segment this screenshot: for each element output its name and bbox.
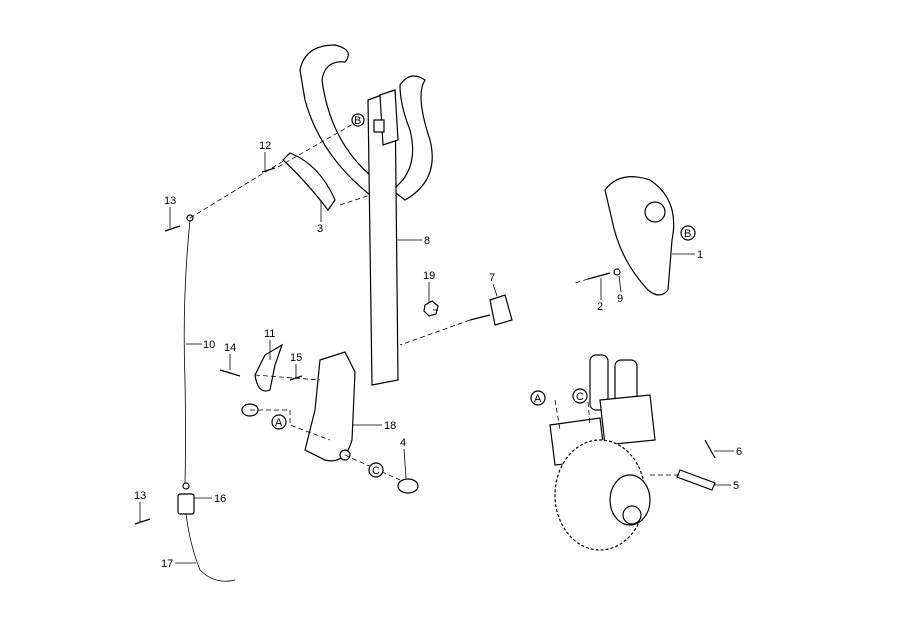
- callout-1: 1: [697, 249, 703, 261]
- fork-bracket-18: [304, 351, 356, 462]
- ref-mark-b: B: [680, 225, 696, 241]
- column-tube: [367, 89, 399, 386]
- bushing-4: [397, 478, 419, 494]
- svg-text:C: C: [372, 465, 380, 477]
- svg-text:B: B: [354, 115, 361, 127]
- callout-17: 17: [161, 558, 173, 570]
- ref-mark-c: C: [572, 388, 588, 404]
- callout-13: 13: [134, 490, 146, 502]
- callout-9: 9: [617, 293, 623, 305]
- callout-6: 6: [736, 446, 742, 458]
- callout-11: 11: [264, 328, 275, 340]
- callout-5: 5: [733, 480, 739, 492]
- pin-13-top: [164, 225, 181, 232]
- callout-15: 15: [290, 352, 302, 364]
- ref-mark-a: A: [271, 414, 287, 430]
- callout-18: 18: [384, 420, 396, 432]
- ref-mark-a: A: [530, 390, 546, 406]
- knob-7: [489, 294, 513, 326]
- handle-bar: [299, 44, 433, 201]
- axle-5: [676, 469, 716, 491]
- bracket-11: [254, 343, 284, 392]
- svg-text:B: B: [684, 228, 691, 240]
- callout-10: 10: [203, 339, 215, 351]
- callout-4: 4: [400, 437, 406, 449]
- callout-8: 8: [424, 235, 430, 247]
- wire-17: [185, 513, 236, 582]
- pin-6: [704, 439, 716, 459]
- callout-16: 16: [214, 493, 226, 505]
- ref-mark-b: B: [351, 113, 365, 127]
- ref-mark-c: C: [368, 462, 384, 478]
- callout-2: 2: [597, 301, 603, 313]
- switch-16: [177, 493, 195, 515]
- control-head: [604, 176, 675, 296]
- nut-19: [423, 300, 439, 317]
- callout-7: 7: [489, 272, 495, 284]
- callout-14: 14: [224, 342, 236, 354]
- svg-text:A: A: [275, 417, 283, 429]
- callout-12: 12: [259, 140, 271, 152]
- svg-text:C: C: [576, 391, 584, 403]
- drive-unit: [549, 354, 656, 551]
- brake-lever: [282, 152, 336, 212]
- callout-13: 13: [164, 195, 176, 207]
- callout-19: 19: [423, 270, 435, 282]
- cable: [183, 219, 191, 486]
- svg-text:A: A: [534, 393, 542, 405]
- callout-3: 3: [317, 223, 323, 235]
